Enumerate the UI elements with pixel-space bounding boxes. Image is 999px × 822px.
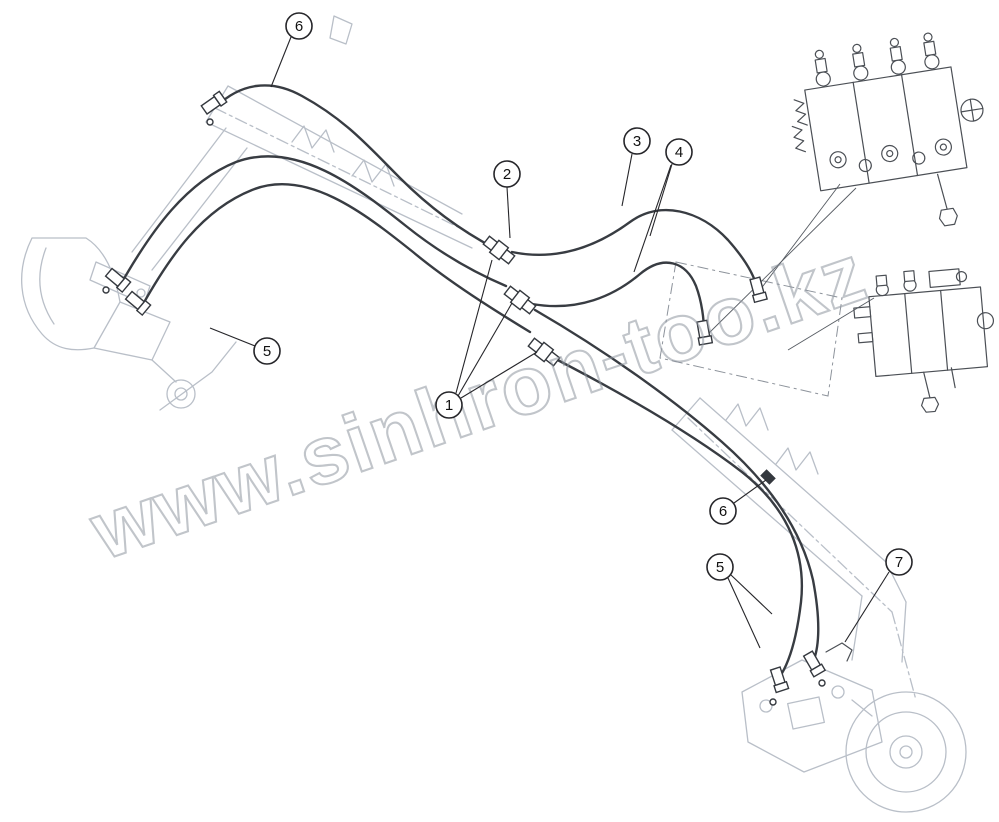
right-loader-structure — [671, 397, 967, 813]
valve-ports — [829, 138, 952, 173]
callout-label: 1 — [445, 397, 453, 414]
fitting-top-left — [200, 90, 228, 115]
watermark-text: www.sinhron-too.kz — [79, 227, 877, 578]
hoses — [120, 84, 820, 680]
solenoid-fittings — [814, 32, 940, 87]
callout-1: 1 — [435, 259, 538, 419]
coupler-1 — [482, 235, 516, 265]
callout-7: 7 — [844, 548, 913, 643]
fitting-right-upper-2 — [696, 319, 714, 346]
hose-clamp — [760, 469, 776, 485]
callout-2: 2 — [493, 160, 521, 239]
relief-valve — [960, 98, 984, 122]
callouts: 6 2 3 4 1 5 — [209, 12, 913, 649]
callout-label: 2 — [503, 166, 511, 183]
callout-6-bottom: 6 — [709, 479, 767, 525]
callout-label: 5 — [263, 343, 271, 360]
spring-coil — [791, 125, 807, 153]
reference-boundary — [659, 261, 843, 397]
coupler-3 — [527, 337, 561, 367]
hose-4 — [530, 261, 706, 334]
valve-connection-lines — [707, 183, 875, 351]
lower-valve-block — [853, 268, 995, 413]
callout-label: 6 — [295, 18, 303, 35]
callout-label: 3 — [633, 133, 641, 150]
left-loader-structure — [21, 15, 473, 411]
fitting-cap — [769, 698, 777, 706]
callout-6-top: 6 — [270, 12, 313, 88]
hose-left-lower — [140, 183, 532, 334]
callout-5-left: 5 — [209, 327, 281, 365]
callout-label: 7 — [895, 554, 903, 571]
callout-3: 3 — [621, 127, 651, 207]
upper-valve-block — [791, 32, 984, 227]
hose-left-middle — [120, 155, 508, 288]
mounting-bolt — [936, 173, 958, 227]
callout-label: 4 — [675, 144, 683, 161]
fitting-right-upper-1 — [749, 276, 768, 304]
coupler-2 — [503, 285, 537, 315]
callout-5-right: 5 — [706, 553, 773, 649]
fitting-lower-2 — [802, 650, 827, 678]
fitting-left-2 — [124, 290, 152, 317]
hose-end-fittings — [102, 90, 853, 706]
fitting-cap — [206, 118, 214, 126]
mounting-bolt — [920, 367, 956, 413]
callout-4: 4 — [633, 138, 693, 273]
fitting-cap — [818, 679, 826, 687]
hose-7 — [533, 308, 820, 664]
fitting-lower-1 — [769, 666, 790, 694]
hose-3 — [510, 208, 759, 290]
callout-label: 6 — [719, 503, 727, 520]
callout-label: 5 — [716, 559, 724, 576]
hose-6-front — [215, 84, 496, 250]
fitting-cap — [102, 286, 110, 294]
hose-guide-bracket — [825, 642, 853, 662]
fitting-left-1 — [104, 267, 132, 294]
hose-6-rear — [544, 352, 803, 680]
inline-couplers — [482, 235, 561, 367]
spring-coil — [793, 99, 808, 126]
